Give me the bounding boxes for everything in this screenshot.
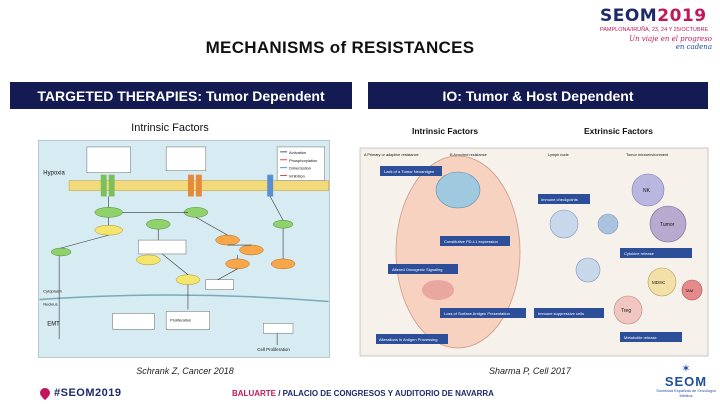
box-neoantigen: Lack of a Tumor Neoantigen <box>384 169 434 174</box>
right-figure-citation: Sharma P, Cell 2017 <box>489 366 571 376</box>
emt-label: EMT <box>47 321 60 327</box>
seom2019-logo: SEOM2019 PAMPLONA/IRUÑA, 23, 24 Y 25/OCT… <box>600 6 718 58</box>
seom-logo-text: SEOM <box>664 374 708 389</box>
cell-proliferation-label: Cell Proliferation <box>257 347 290 352</box>
left-figure-citation: Schrank Z, Cancer 2018 <box>136 366 234 376</box>
label-tme: Tumor microenvironment <box>626 153 669 157</box>
box-antigen-presentation: Loss of Surface Antigen Presentation <box>444 311 510 316</box>
extrinsic-factors-title: Extrinsic Factors <box>584 126 653 136</box>
box-oncogenic: Altered Oncogenic Signaling <box>392 267 442 272</box>
seom-society-logo: ✶ SEOM Sociedad Española de Oncología Mé… <box>656 364 716 404</box>
targeted-therapies-header: TARGETED THERAPIES: Tumor Dependent <box>10 82 352 109</box>
venue-palacio: / PALACIO DE CONGRESOS Y AUDITORIO DE NA… <box>276 389 494 398</box>
box-suppressive-cells: Immune suppressive cells <box>538 311 584 316</box>
page-title: MECHANISMS of RESISTANCES <box>205 38 475 57</box>
intrinsic-factors-caption: Intrinsic Factors <box>131 122 209 134</box>
brand-sub: PAMPLONA/IRUÑA, 23, 24 Y 25/OCTUBRE <box>600 27 709 33</box>
box-cytokine-release: Cytokine release <box>624 251 655 256</box>
brand-main: SEOM <box>600 6 658 26</box>
io-resistance-figure: Intrinsic Factors Extrinsic Factors A Pr… <box>358 120 710 360</box>
box-metabolite-release: Metabolite release <box>624 335 657 340</box>
label-b: B Acquired resistance <box>450 153 487 157</box>
brand-script-line-1: Un viaje en el progreso <box>629 35 712 43</box>
label-lymph-node: Lymph node <box>548 153 569 157</box>
legend-activation: Activation <box>289 150 306 155</box>
seom-logo-sub: Sociedad Española de Oncología Médica <box>656 388 716 398</box>
label-a: A Primary or adaptive resistance <box>364 153 419 157</box>
footer-venue: BALUARTE / PALACIO DE CONGRESOS Y AUDITO… <box>232 389 494 398</box>
brand-year: 2019 <box>657 6 707 26</box>
footer-hashtag: #SEOM2019 <box>54 387 122 399</box>
cell-tam: TAM <box>685 288 693 293</box>
cytoplasm-label: Cytoplasm <box>43 289 62 294</box>
cell-treg: Treg <box>621 308 631 314</box>
legend-dimerization: Dimerization <box>289 166 311 171</box>
signaling-pathway-figure: Activation Phosphorylation Dimerization … <box>38 140 330 358</box>
nucleus-label: Nucleus <box>43 301 57 306</box>
proliferation-label: Proliferation <box>170 317 191 322</box>
cell-tumor: Tumor <box>660 222 675 228</box>
io-header: IO: Tumor & Host Dependent <box>368 82 708 109</box>
box-immune-checkpoints: Immune checkpoints <box>541 197 578 202</box>
venue-baluarte: BALUARTE <box>232 389 276 398</box>
brand-script-line-2: en cadena <box>675 43 712 51</box>
intrinsic-factors-title: Intrinsic Factors <box>412 126 478 136</box>
seom-figure-icon: ✶ <box>681 363 691 375</box>
pathway-diagram: Activation Phosphorylation Dimerization … <box>39 146 329 352</box>
box-antigen-processing: Alterations in Antigen Processing <box>379 337 437 342</box>
cell-mdsc: MDSC <box>652 280 666 285</box>
box-pdl1: Constitutive PD-L1 expression <box>444 239 498 244</box>
io-diagram: Intrinsic Factors Extrinsic Factors A Pr… <box>359 126 709 357</box>
hypoxia-label: Hypoxia <box>43 171 65 177</box>
hashtag-icon <box>40 387 50 400</box>
cell-nk: NK <box>643 188 651 194</box>
legend-inhibition: Inhibition <box>289 174 305 179</box>
legend-phosphorylation: Phosphorylation <box>289 158 317 163</box>
